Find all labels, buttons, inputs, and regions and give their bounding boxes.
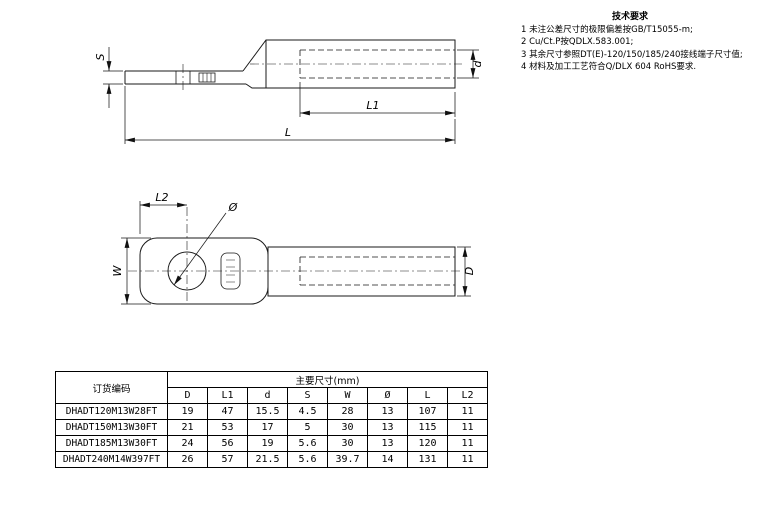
dim-cell: 14 (367, 451, 408, 468)
dim-cell: 21.5 (247, 451, 288, 468)
dim-cell: 5.6 (287, 451, 328, 468)
palm-outline (124, 70, 246, 85)
table-row: DHADT120M13W28FT 19 47 15.5 4.5 28 13 10… (55, 403, 488, 420)
tech-requirement-line-3: 3 其余尺寸参照DT(E)-120/150/185/240接线端子尺寸值; (521, 49, 743, 60)
table-row: DHADT240M14W397FT 26 57 21.5 5.6 39.7 14… (55, 451, 488, 468)
col-header-L2: L2 (447, 387, 488, 404)
dimension-w (121, 237, 151, 305)
table-header-row-2: D L1 d S W Ø L L2 (56, 387, 488, 404)
dim-cell: 47 (207, 403, 248, 420)
dim-cell: 24 (167, 435, 208, 452)
dim-cell: 13 (367, 435, 408, 452)
tech-requirement-line-2: 2 Cu/Ct.P按QDLX.583.001; (521, 37, 634, 48)
dim-cell: 57 (207, 451, 248, 468)
dim-cell: 26 (167, 451, 208, 468)
dim-label-s: S (94, 53, 107, 60)
top-view: L2 Ø W D (111, 191, 476, 305)
dimension-l1 (299, 82, 456, 117)
col-header-L1: L1 (207, 387, 248, 404)
dim-cell: 56 (207, 435, 248, 452)
dim-label-l: L (285, 126, 291, 139)
dimension-s (103, 47, 123, 108)
dim-cell: 13 (367, 419, 408, 436)
diameter-leader (173, 212, 227, 286)
dim-label-l1: L1 (366, 99, 379, 112)
table-row: DHADT185M13W30FT 24 56 19 5.6 30 13 120 … (55, 435, 488, 452)
dimension-D-outer (457, 246, 471, 297)
bore-hidden-lines (299, 49, 455, 79)
dim-label-D: D (463, 267, 476, 275)
dim-cell: 131 (407, 451, 448, 468)
tech-requirements-title: 技术要求 (611, 12, 648, 22)
tech-requirements: 技术要求 1 未注公差尺寸的极限偏差按GB/T15055-m; 2 Cu/Ct.… (521, 11, 761, 73)
dim-cell: 17 (247, 419, 288, 436)
side-view: S d L1 L (94, 39, 484, 144)
stamp-text-marks (226, 259, 235, 283)
order-code-cell: DHADT150M13W30FT (55, 419, 168, 436)
barrel-outline-top (267, 246, 456, 297)
col-header-W: W (327, 387, 368, 404)
table-row: DHADT150M13W30FT 21 53 17 5 30 13 115 11 (55, 419, 488, 436)
dim-cell: 5 (287, 419, 328, 436)
dim-cell: 5.6 (287, 435, 328, 452)
order-code-header: 订货编码 (55, 371, 168, 404)
dimension-l2 (139, 201, 187, 234)
order-code-cell: DHADT120M13W28FT (55, 403, 168, 420)
dim-cell: 107 (407, 403, 448, 420)
col-header-d: d (247, 387, 288, 404)
col-header-D: D (167, 387, 208, 404)
dim-cell: 30 (327, 419, 368, 436)
dim-label-diameter: Ø (228, 201, 238, 214)
stamp-hatch (202, 73, 212, 82)
dim-cell: 19 (247, 435, 288, 452)
col-header-dia: Ø (367, 387, 408, 404)
dim-cell: 15.5 (247, 403, 288, 420)
dim-cell: 39.7 (327, 451, 368, 468)
spec-table: 订货编码 主要尺寸(mm) D L1 d S W Ø L L2 DHADT120… (55, 371, 488, 468)
dimension-d-bore (457, 49, 479, 79)
dim-cell: 4.5 (287, 403, 328, 420)
dimension-l (124, 86, 456, 144)
tech-requirement-line-1: 1 未注公差尺寸的极限偏差按GB/T15055-m; (521, 25, 693, 36)
table-header-row-1: 订货编码 主要尺寸(mm) (55, 371, 488, 404)
dim-cell: 21 (167, 419, 208, 436)
dim-cell: 13 (367, 403, 408, 420)
col-header-L: L (407, 387, 448, 404)
tech-requirement-line-4: 4 材料及加工工艺符合Q/DLX 604 RoHS要求. (521, 61, 697, 72)
col-header-S: S (287, 387, 328, 404)
dim-cell: 19 (167, 403, 208, 420)
dim-cell: 115 (407, 419, 448, 436)
dim-cell: 120 (407, 435, 448, 452)
dim-cell: 53 (207, 419, 248, 436)
dim-label-w: W (111, 264, 124, 276)
dim-cell: 11 (447, 419, 488, 436)
dims-header: 主要尺寸(mm) (167, 371, 488, 388)
dim-cell: 11 (447, 403, 488, 420)
dim-cell: 30 (327, 435, 368, 452)
order-code-cell: DHADT185M13W30FT (55, 435, 168, 452)
order-code-cell: DHADT240M14W397FT (55, 451, 168, 468)
hole-edge-lines (175, 71, 191, 84)
dim-label-l2: L2 (155, 191, 168, 204)
dim-cell: 11 (447, 435, 488, 452)
dim-label-d: d (471, 59, 484, 67)
dim-cell: 28 (327, 403, 368, 420)
technical-drawing: S d L1 L (94, 39, 484, 305)
dim-cell: 11 (447, 451, 488, 468)
